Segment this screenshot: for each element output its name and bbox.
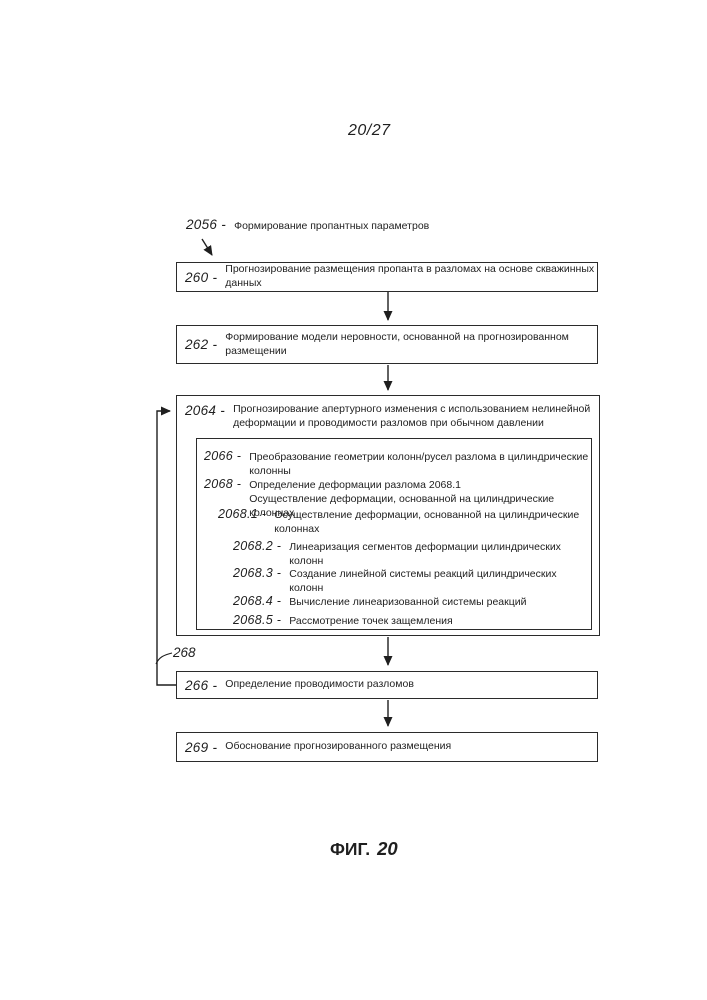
step-2068-3-ref: 2068.3 -	[233, 566, 282, 580]
flow-box-266: 266 - Определение проводимости разломов	[176, 671, 598, 699]
step-2068-1-text: Осуществление деформации, основанной на …	[274, 509, 580, 535]
box-269-text: Обоснование прогнозированного размещения	[225, 740, 452, 753]
step-2068-5: 2068.5 - Рассмотрение точек защемления	[233, 613, 453, 629]
step-2056: 2056 - Формирование пропантных параметро…	[186, 217, 429, 234]
flow-box-269: 269 - Обоснование прогнозированного разм…	[176, 732, 598, 762]
step-2066-text: Преобразование геометрии колонн/русел ра…	[249, 451, 589, 477]
figure-caption: ФИГ. 20	[330, 838, 398, 860]
step-2068-2-ref: 2068.2 -	[233, 539, 282, 553]
box-262-text: Формирование модели неровности, основанн…	[225, 330, 569, 357]
figure-caption-number: 20	[377, 838, 398, 859]
step-2068-4-ref: 2068.4 -	[233, 594, 282, 608]
box-266-text: Определение проводимости разломов	[225, 678, 414, 691]
loop-ref-268: 268	[173, 645, 196, 660]
step-2068-2: 2068.2 - Линеаризация сегментов деформац…	[233, 539, 591, 569]
box-269-ref: 269 -	[185, 739, 218, 755]
sheet-number: 20/27	[348, 122, 391, 139]
arrow-2056-to-260	[201, 238, 213, 256]
step-2068-1-ref: 2068.1 -	[218, 507, 267, 521]
flow-box-260: 260 - Прогнозирование размещения пропант…	[176, 262, 598, 292]
loop-label-tick	[155, 652, 173, 665]
step-2068-4: 2068.4 - Вычисление линеаризованной сист…	[233, 594, 526, 610]
flow-box-2064-inner: 2066 - Преобразование геометрии колонн/р…	[196, 438, 592, 630]
step-2068-ref: 2068 -	[204, 477, 242, 491]
step-2068: 2068 - Определение деформации разлома 20…	[204, 477, 591, 521]
step-2068-4-text: Вычисление линеаризованной системы реакц…	[289, 596, 527, 608]
box-262-ref: 262 -	[185, 337, 218, 352]
step-2068-3-text: Создание линейной системы реакций цилинд…	[289, 568, 557, 594]
box-260-ref: 260 -	[185, 269, 218, 285]
step-2068-3: 2068.3 - Создание линейной системы реакц…	[233, 566, 591, 596]
figure-caption-prefix: ФИГ.	[330, 839, 371, 859]
flow-box-262: 262 - Формирование модели неровности, ос…	[176, 325, 598, 364]
step-2056-ref: 2056 -	[186, 217, 227, 232]
loop-266-to-2064	[156, 406, 178, 686]
step-2068-text: Определение деформации разлома 2068.1 Ос…	[249, 479, 555, 519]
flow-box-2064: 2064 - Прогнозирование апертурного измен…	[176, 395, 600, 636]
box-2064-text: Прогнозирование апертурного изменения с …	[233, 403, 591, 429]
step-2066: 2066 - Преобразование геометрии колонн/р…	[204, 449, 591, 479]
step-2066-ref: 2066 -	[204, 449, 242, 463]
step-2068-1: 2068.1 - Осуществление деформации, основ…	[218, 507, 579, 537]
box-266-ref: 266 -	[185, 677, 218, 693]
box-260-text: Прогнозирование размещения пропанта в ра…	[225, 263, 595, 289]
step-2068-5-text: Рассмотрение точек защемления	[289, 615, 453, 627]
step-2068-2-text: Линеаризация сегментов деформации цилинд…	[289, 541, 561, 567]
step-2056-text: Формирование пропантных параметров	[234, 220, 430, 232]
box-2064-ref: 2064 -	[185, 403, 226, 418]
step-2068-5-ref: 2068.5 -	[233, 613, 282, 627]
